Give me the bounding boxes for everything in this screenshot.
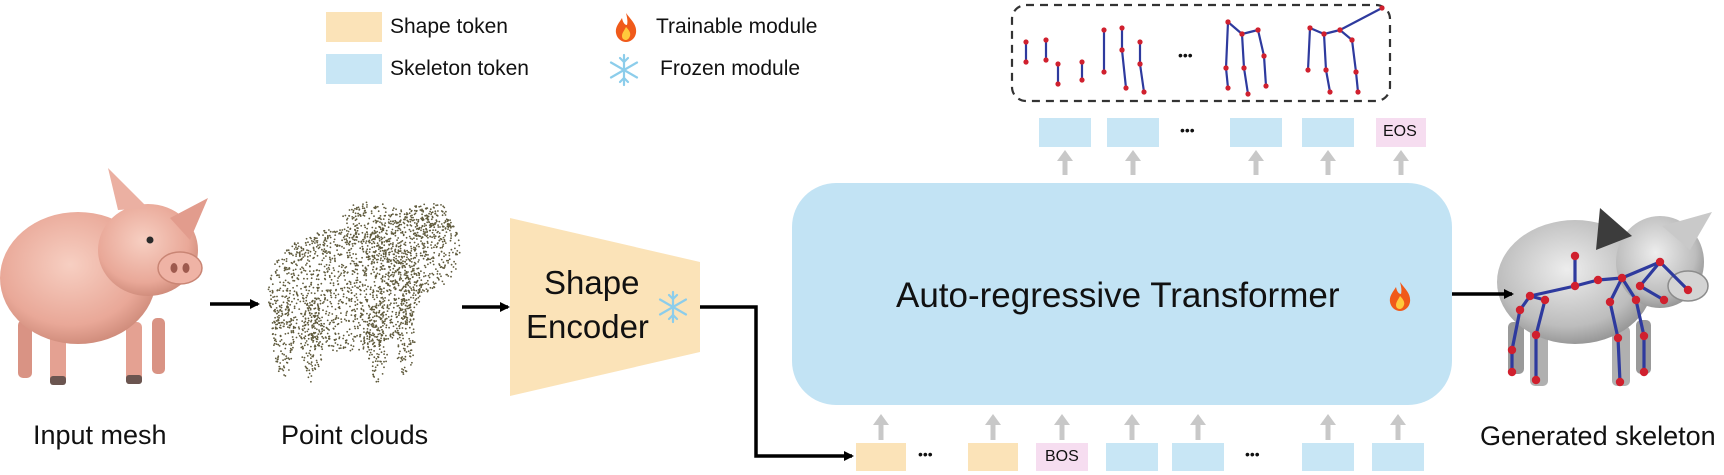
- snowflake-icon: [609, 53, 639, 87]
- caption-point-clouds: Point clouds: [281, 420, 429, 450]
- transformer-block: [792, 183, 1452, 405]
- token-flow-arrows: [873, 150, 1409, 440]
- output-skeleton-token-4: [1302, 118, 1354, 147]
- input-shape-token-1: [856, 443, 906, 471]
- bos-label: BOS: [1045, 448, 1079, 465]
- point-cloud-pig: [267, 201, 461, 383]
- input-skeleton-token-2: [1172, 443, 1224, 471]
- output-skeleton-token-2: [1107, 118, 1159, 147]
- input-ellipsis-1: •••: [918, 446, 933, 462]
- transformer-fire-icon: [1389, 282, 1411, 311]
- output-skeleton-token-1: [1039, 118, 1091, 147]
- bos-token: [1036, 443, 1088, 471]
- output-skeleton-token-3: [1230, 118, 1282, 147]
- caption-input-mesh: Input mesh: [33, 420, 167, 450]
- sequence-ellipsis: •••: [1178, 47, 1193, 63]
- shape-encoder: [510, 218, 700, 396]
- caption-generated-skeleton: Generated skeleton: [1480, 421, 1716, 451]
- generated-skeleton-rig: [1507, 251, 1693, 387]
- output-ellipsis: •••: [1180, 122, 1195, 138]
- encoder-snowflake-icon: [658, 290, 688, 324]
- transformer-label: Auto-regressive Transformer: [896, 276, 1340, 315]
- eos-label: EOS: [1383, 123, 1417, 140]
- legend-skeleton-token-label: Skeleton token: [390, 57, 529, 80]
- input-skeleton-token-4: [1372, 443, 1424, 471]
- legend-frozen-label: Frozen module: [660, 57, 801, 80]
- legend-trainable-label: Trainable module: [656, 15, 818, 38]
- arrow-encoder-to-tokens: [700, 305, 854, 461]
- input-shape-token-2: [968, 443, 1018, 471]
- input-ellipsis-2: •••: [1245, 446, 1260, 462]
- encoder-label-line1: Shape: [544, 264, 640, 301]
- encoder-label-line2: Encoder: [526, 308, 649, 345]
- input-skeleton-token-1: [1106, 443, 1158, 471]
- eos-token: [1376, 118, 1426, 147]
- input-mesh-pig: [0, 168, 208, 385]
- legend-skeleton-swatch: [326, 54, 382, 84]
- skeleton-sequence-box: [1010, 3, 1392, 103]
- legend-shape-swatch: [326, 12, 382, 42]
- fire-icon: [615, 13, 637, 42]
- skeleton-sequence-bones: [1023, 5, 1385, 97]
- legend-shape-token-label: Shape token: [390, 15, 508, 38]
- input-skeleton-token-3: [1302, 443, 1354, 471]
